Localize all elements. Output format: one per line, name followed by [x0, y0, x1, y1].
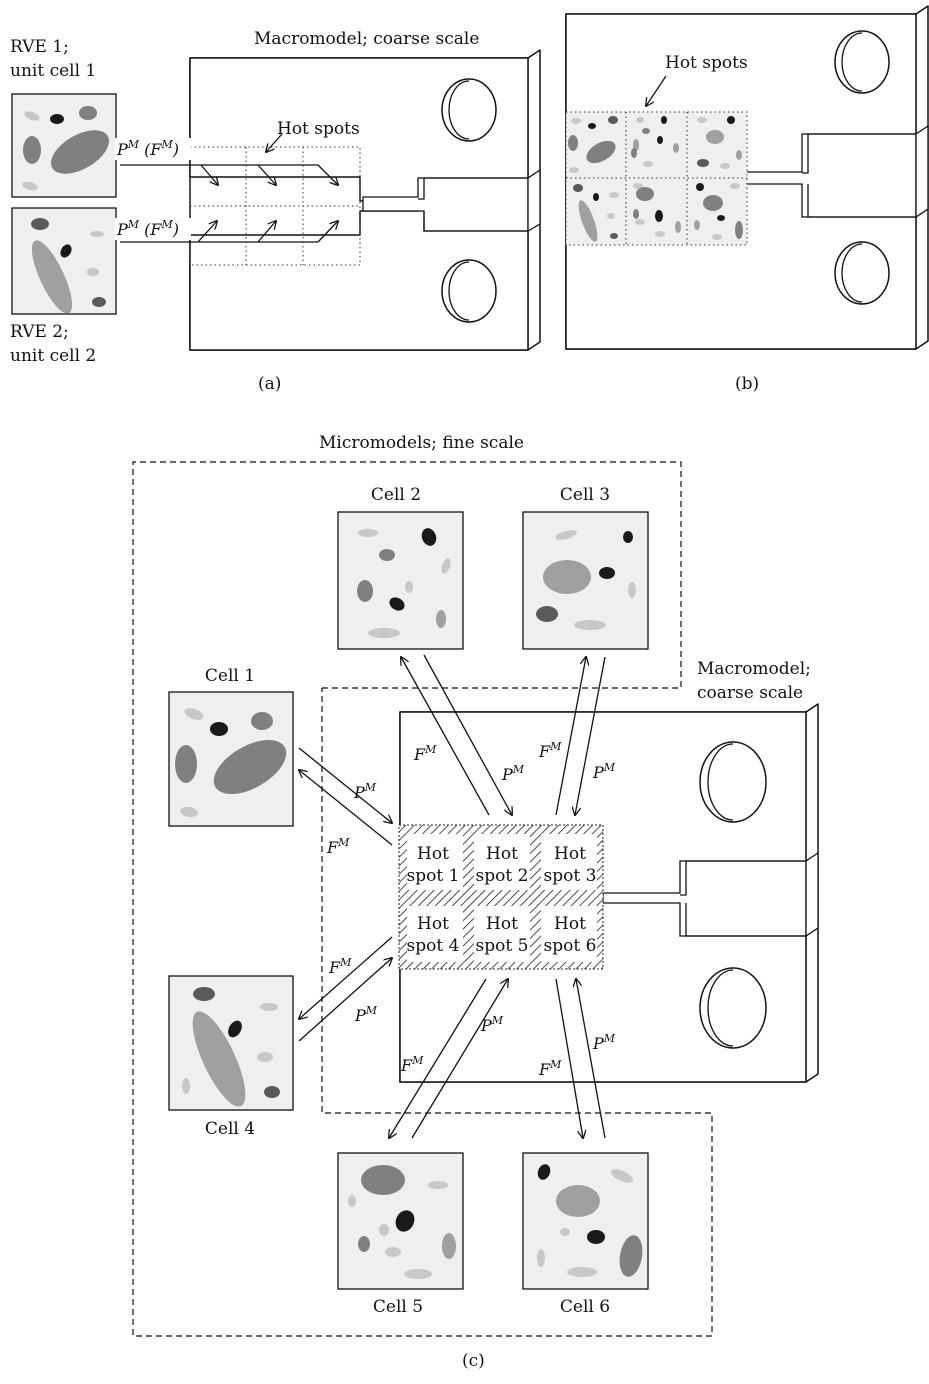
caption-a: (a) [258, 374, 281, 394]
micromodels-title: Micromodels; fine scale [319, 433, 524, 453]
svg-text:Hot: Hot [554, 914, 586, 934]
hot-spots-label-a: Hot spots [277, 119, 360, 139]
svg-text:spot 1: spot 1 [407, 866, 460, 886]
hot-spots-label-b: Hot spots [665, 53, 748, 73]
rve2-unit-cell [11, 207, 117, 315]
pm-fm-label-top: PM (FM) [115, 138, 191, 160]
cell-3-label: Cell 3 [560, 485, 610, 505]
svg-text:spot 3: spot 3 [544, 866, 597, 886]
mapping-arrows-a [120, 164, 338, 243]
cell-2-label: Cell 2 [371, 485, 421, 505]
rve1-label-line2: unit cell 1 [10, 61, 96, 81]
svg-text:FM: FM [326, 836, 350, 857]
cell-5 [337, 1152, 464, 1290]
hot-spot-5: Hot spot 5 [476, 914, 529, 956]
fm-pm-labels: PM FM FM PM FM PM FM PM PM FM PM FM [326, 740, 616, 1079]
svg-text:spot 2: spot 2 [476, 866, 529, 886]
rve1-label-line1: RVE 1; [10, 37, 69, 57]
macromodel-title-c-line2: coarse scale [697, 683, 803, 703]
svg-text:PM: PM [480, 1014, 504, 1035]
svg-text:spot 5: spot 5 [476, 936, 529, 956]
cell-3 [522, 511, 649, 650]
svg-text:Hot: Hot [417, 914, 449, 934]
coupling-arrows [299, 654, 606, 1138]
panel-c: Micromodels; fine scale Macromodel; coar… [132, 433, 819, 1371]
rve1-unit-cell [11, 93, 117, 198]
hot-spot-grid-c [398, 824, 604, 970]
cell-1 [168, 691, 294, 827]
hot-spot-6: Hot spot 6 [544, 914, 597, 956]
panel-b: Hot spots (b) [565, 5, 929, 394]
cell-4 [168, 975, 294, 1111]
hot-spot-4: Hot spot 4 [407, 914, 460, 956]
caption-c: (c) [462, 1351, 485, 1371]
svg-text:Hot: Hot [554, 844, 586, 864]
svg-text:PM (FM): PM (FM) [116, 138, 179, 159]
svg-text:PM: PM [354, 1004, 378, 1025]
hot-spot-1: Hot spot 1 [407, 844, 460, 886]
svg-text:FM: FM [538, 1058, 562, 1079]
svg-text:spot 6: spot 6 [544, 936, 597, 956]
macromodel-title-a: Macromodel; coarse scale [254, 29, 479, 49]
cell-5-label: Cell 5 [373, 1297, 423, 1317]
hot-spot-grid-a [189, 146, 361, 266]
panel-a: RVE 1; unit cell 1 RVE 2; unit cell 2 Ma… [10, 29, 541, 394]
hot-spot-2: Hot spot 2 [476, 844, 529, 886]
svg-text:FM: FM [413, 743, 437, 764]
hot-spot-3: Hot spot 3 [544, 844, 597, 886]
cell-1-label: Cell 1 [205, 666, 255, 686]
rve2-label-line1: RVE 2; [10, 322, 69, 342]
svg-text:FM: FM [400, 1054, 424, 1075]
hot-spot-grid-b [565, 111, 748, 246]
svg-text:PM (FM): PM (FM) [116, 218, 179, 239]
micromodel-region [132, 461, 713, 1337]
cell-6-label: Cell 6 [560, 1297, 610, 1317]
cell-4-label: Cell 4 [205, 1119, 255, 1139]
pm-fm-label-bottom: PM (FM) [115, 218, 191, 240]
svg-text:PM: PM [501, 763, 525, 784]
svg-text:FM: FM [328, 956, 352, 977]
svg-text:PM: PM [592, 761, 616, 782]
svg-text:Hot: Hot [486, 914, 518, 934]
svg-text:Hot: Hot [486, 844, 518, 864]
macromodel-specimen-a [189, 49, 541, 351]
cell-6 [522, 1152, 649, 1290]
svg-text:FM: FM [538, 740, 562, 761]
cell-2 [337, 511, 464, 650]
svg-text:spot 4: spot 4 [407, 936, 460, 956]
svg-text:Hot: Hot [417, 844, 449, 864]
caption-b: (b) [735, 374, 759, 394]
macromodel-title-c-line1: Macromodel; [697, 659, 811, 679]
rve2-label-line2: unit cell 2 [10, 346, 96, 366]
svg-text:PM: PM [353, 781, 377, 802]
svg-text:PM: PM [592, 1032, 616, 1053]
